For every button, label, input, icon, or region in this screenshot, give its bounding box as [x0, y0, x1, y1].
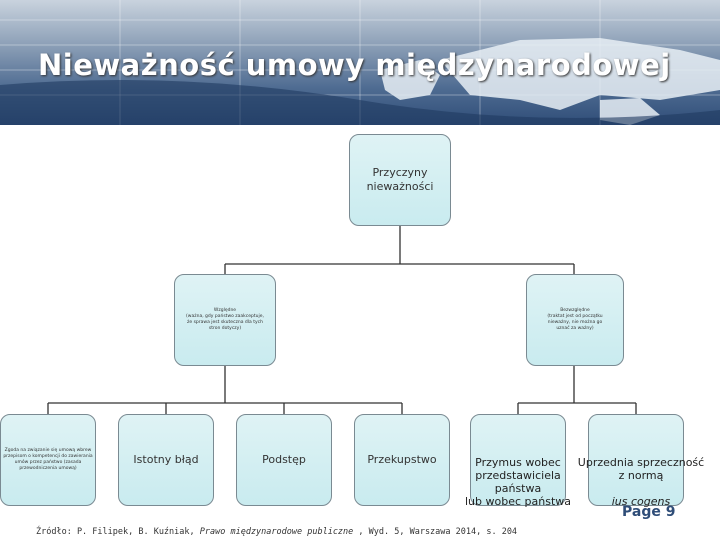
root-node-label: Przyczyny nieważności: [366, 166, 434, 193]
leaf-node-jus-cogens-label: Uprzednia sprzeczność z normą ius cogens: [566, 443, 716, 508]
leaf-node-error-label: Istotny błąd: [133, 453, 199, 466]
source-prefix: Źródło: P. Filipek, B. Kuźniak,: [36, 527, 200, 537]
header-banner: Nieważność umowy międzynarodowej: [0, 0, 720, 125]
leaf-node-bribery-label: Przekupstwo: [367, 453, 437, 466]
leaf-node-fraud: Podstęp: [236, 414, 332, 506]
root-node: Przyczyny nieważności: [349, 134, 451, 226]
page-number: Page 9: [622, 504, 676, 520]
branch-node-absolute-label: Bezwzględne (traktat jest od początku ni…: [547, 308, 603, 331]
leaf-node-coercion-text: Przymus wobec przedstawiciela państwa lu…: [464, 456, 571, 508]
leaf-node-jus-cogens: [588, 414, 684, 506]
leaf-node-coercion-label: Przymus wobec przedstawiciela państwa lu…: [452, 443, 584, 508]
leaf-node-jus-cogens-italic: ius cogens: [611, 495, 671, 508]
branch-node-relative: Względne (ważna, gdy państwo zaakceptuje…: [174, 274, 276, 366]
leaf-node-coercion: [470, 414, 566, 506]
branch-node-absolute: Bezwzględne (traktat jest od początku ni…: [526, 274, 624, 366]
source-suffix: , Wyd. 5, Warszawa 2014, s. 204: [353, 527, 518, 537]
slide-title: Nieważność umowy międzynarodowej: [38, 48, 671, 82]
leaf-node-fraud-label: Podstęp: [262, 453, 306, 466]
source-book-title: Prawo międzynarodowe publiczne: [199, 527, 354, 537]
leaf-node-error: Istotny błąd: [118, 414, 214, 506]
leaf-node-competence-label: Zgoda na związanie się umową wbrew przep…: [3, 448, 93, 471]
branch-node-relative-label: Względne (ważna, gdy państwo zaakceptuje…: [186, 308, 264, 331]
leaf-node-competence: Zgoda na związanie się umową wbrew przep…: [0, 414, 96, 506]
world-map-graphic: [0, 0, 720, 125]
source-citation: Źródło: P. Filipek, B. Kuźniak, Prawo mi…: [36, 527, 517, 537]
leaf-node-jus-cogens-text: Uprzednia sprzeczność z normą: [577, 456, 705, 482]
leaf-node-bribery: Przekupstwo: [354, 414, 450, 506]
